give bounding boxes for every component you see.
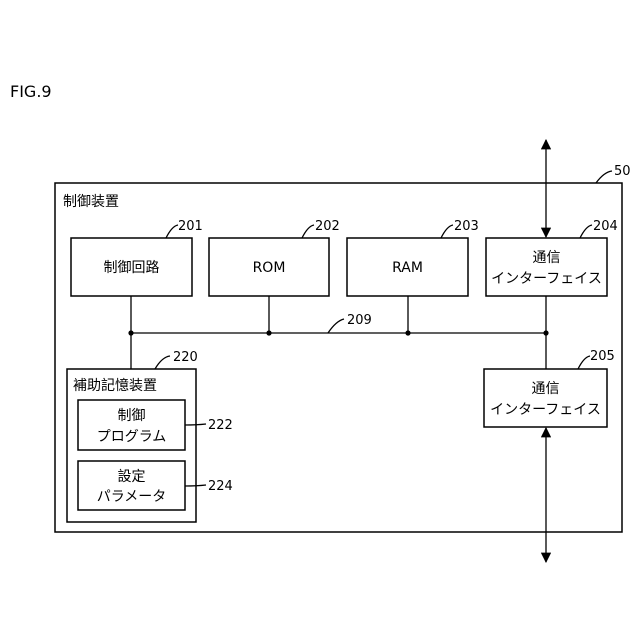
control-device-label: 制御装置	[63, 194, 119, 210]
comm-interface-top-ref: 204	[593, 219, 618, 234]
bus-junction-dot	[266, 330, 271, 335]
bus-junction-dot	[543, 330, 548, 335]
rom-ref: 202	[315, 219, 340, 234]
aux-storage-label: 補助記憶装置	[73, 377, 157, 394]
comm-interface-bottom-ref: 205	[590, 349, 615, 364]
comm-interface-top-line2: インターフェイス	[491, 271, 602, 287]
bus-junction-dot	[405, 330, 410, 335]
aux-storage-ref: 220	[173, 350, 198, 365]
control-program-line2: プログラム	[97, 429, 167, 445]
comm-interface-box-bottom	[484, 369, 607, 427]
comm-interface-top-line1: 通信	[533, 250, 561, 266]
rom-label: ROM	[253, 260, 286, 276]
control-program-ref: 222	[208, 418, 233, 433]
control-device-leader	[596, 171, 612, 183]
figure-label: FIG.9	[10, 82, 52, 101]
setting-params-line2: パラメータ	[97, 489, 167, 505]
control-circuit-label: 制御回路	[104, 260, 160, 276]
comm-interface-bottom-line2: インターフェイス	[490, 402, 601, 418]
setting-params-line1: 設定	[118, 469, 146, 485]
bus-ref: 209	[347, 313, 372, 328]
ram-label: RAM	[392, 260, 423, 276]
comm-interface-box-top	[486, 238, 607, 296]
bus-junction-dot	[128, 330, 133, 335]
control-circuit-ref: 201	[178, 219, 203, 234]
comm-interface-bottom-line1: 通信	[532, 381, 560, 397]
setting-params-ref: 224	[208, 479, 233, 494]
control-device-ref: 50	[614, 164, 631, 179]
ram-ref: 203	[454, 219, 479, 234]
control-program-line1: 制御	[118, 408, 146, 424]
